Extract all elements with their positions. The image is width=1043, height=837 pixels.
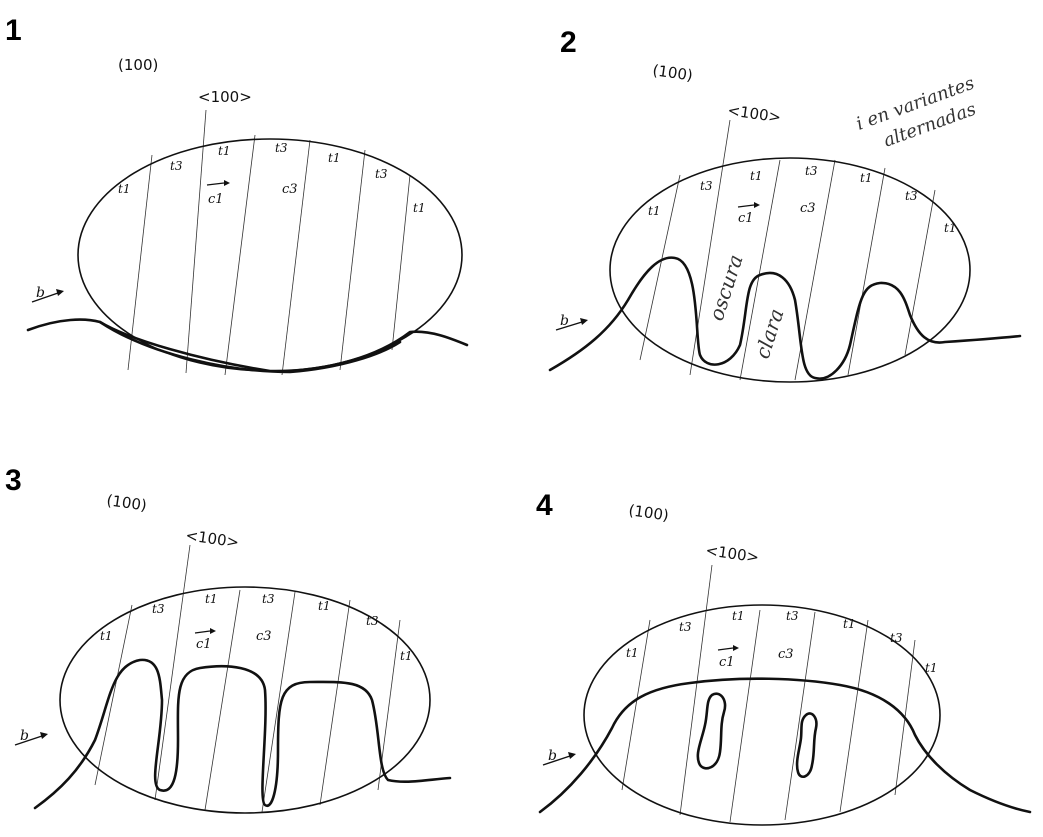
- vector-c1: c1: [207, 180, 230, 207]
- annotation-light: clara: [750, 306, 789, 362]
- svg-text:b: b: [36, 285, 45, 301]
- twin-label: t1: [218, 144, 230, 158]
- plane-label: (100): [118, 56, 158, 74]
- burgers-vector: b: [32, 285, 64, 302]
- svg-text:b: b: [548, 748, 557, 764]
- direction-label: <100>: [704, 541, 760, 566]
- twin-label: t3: [679, 620, 692, 634]
- twin-label: t1: [626, 646, 638, 660]
- plane-label: (100): [627, 501, 669, 524]
- panel-3: 3 (100) <100> t1 t3 t1 t3 t1 t3 t1 c1 c3: [5, 464, 450, 813]
- svg-text:c1: c1: [738, 211, 754, 226]
- vector-c1: c1: [718, 645, 739, 670]
- twin-label: t1: [860, 171, 872, 185]
- burgers-vector: b: [556, 313, 588, 330]
- vector-c1: c1: [195, 628, 216, 652]
- twin-label: t1: [648, 204, 660, 218]
- boundary-curve: [35, 660, 450, 808]
- twin-label: t3: [890, 631, 903, 645]
- twin-label: t3: [786, 609, 799, 623]
- twin-label: t3: [152, 602, 165, 616]
- vector-c3: c3: [256, 629, 272, 644]
- boundary-curve: [28, 320, 467, 371]
- twin-label: t1: [944, 221, 956, 235]
- twin-labels: t1 t3 t1 t3 t1 t3 t1: [118, 141, 425, 215]
- twin-label: t1: [328, 151, 340, 165]
- direction-label: <100>: [184, 526, 240, 551]
- svg-text:c1: c1: [196, 637, 212, 652]
- twin-label: t1: [413, 201, 425, 215]
- twin-labels: t1 t3 t1 t3 t1 t3 t1: [626, 609, 937, 675]
- twin-label: t1: [205, 592, 217, 606]
- twin-lamellae-lines: [95, 545, 400, 812]
- svg-text:b: b: [560, 313, 569, 329]
- twin-label: t3: [262, 592, 275, 606]
- vector-c3: c3: [282, 182, 298, 197]
- boundary-lens: [100, 322, 400, 372]
- vector-c3: c3: [778, 647, 794, 662]
- twin-label: t1: [732, 609, 744, 623]
- burgers-vector: b: [15, 728, 48, 745]
- grain-outline: [584, 605, 940, 825]
- vector-c3: c3: [800, 201, 816, 216]
- panel-1: 1 (100) <100> t1 t3 t1 t3 t1 t3 t1 c1: [5, 14, 467, 375]
- twin-label: t3: [275, 141, 288, 155]
- vector-c1: c1: [738, 202, 760, 226]
- annotation-dark: oscura: [704, 252, 748, 324]
- twin-label: t3: [170, 159, 183, 173]
- panel-4: 4 (100) <100> t1 t3 t1 t3 t1 t3 t1 c1: [536, 489, 1030, 825]
- twin-label: t3: [700, 179, 713, 193]
- twin-label: t1: [400, 649, 412, 663]
- svg-text:c1: c1: [719, 655, 735, 670]
- svg-text:c1: c1: [208, 192, 224, 207]
- twin-label: t1: [925, 661, 937, 675]
- twin-label: t1: [100, 629, 112, 643]
- panel-2: 2 (100) <100> i en variantes alternadas …: [550, 26, 1020, 382]
- twin-label: t3: [905, 189, 918, 203]
- svg-text:b: b: [20, 728, 29, 744]
- inclusion-right: [797, 713, 816, 776]
- twin-label: t1: [118, 182, 130, 196]
- twin-label: t3: [375, 167, 388, 181]
- panel-number: 1: [5, 14, 22, 47]
- twin-labels: t1 t3 t1 t3 t1 t3 t1: [100, 592, 412, 663]
- twin-lamellae-lines: [640, 120, 935, 380]
- direction-label: <100>: [198, 88, 252, 106]
- twin-label: t1: [750, 169, 762, 183]
- burgers-vector: b: [543, 748, 576, 765]
- panel-number: 3: [5, 464, 22, 497]
- panel-number: 4: [536, 489, 553, 522]
- direction-label: <100>: [726, 101, 782, 126]
- twin-label: t1: [318, 599, 330, 613]
- plane-label: (100): [105, 491, 147, 514]
- twin-label: t3: [805, 164, 818, 178]
- boundary-curve: [540, 679, 1030, 812]
- inclusion-left: [698, 694, 725, 769]
- twin-label: t3: [366, 614, 379, 628]
- twin-label: t1: [843, 617, 855, 631]
- plane-label: (100): [651, 61, 693, 84]
- note-annotation: i en variantes alternadas: [853, 73, 985, 159]
- twin-lamellae-lines: [128, 110, 410, 375]
- panel-number: 2: [560, 26, 577, 59]
